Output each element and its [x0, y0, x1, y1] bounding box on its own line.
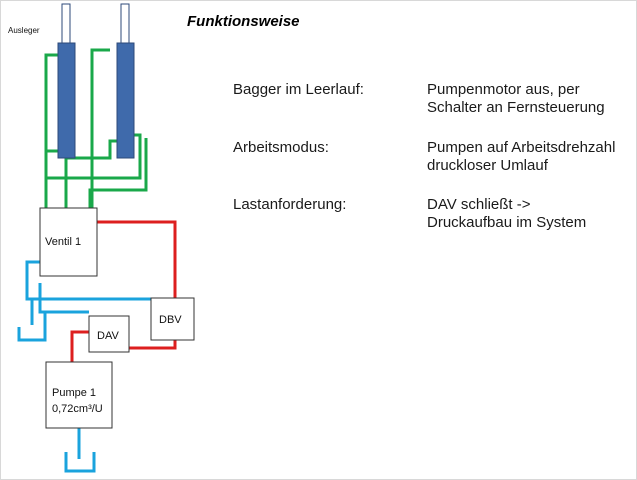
cylinder-2-body: [116, 42, 135, 159]
pump-box: [45, 361, 113, 429]
pump-spec: 0,72cm³/U: [52, 403, 103, 415]
page-title: Funktionsweise: [187, 13, 300, 30]
tank-symbol-upper: [17, 327, 47, 342]
cylinder-1-body: [57, 42, 76, 159]
pump-label: Pumpe 1: [52, 387, 96, 399]
cylinder-2: [116, 3, 135, 159]
row-value-idle: Pumpenmotor aus, per Schalter an Fernste…: [427, 81, 605, 116]
row-label-idle: Bagger im Leerlauf:: [233, 81, 364, 98]
boom-label: Ausleger: [8, 26, 40, 35]
cylinder-1-rod: [61, 3, 71, 47]
pressure-lines: [70, 220, 177, 362]
return-line-valve-dbv: [25, 260, 152, 301]
tank-symbol-lower: [64, 452, 96, 473]
row-label-work-mode: Arbeitsmodus:: [233, 139, 329, 156]
valve-label: Ventil 1: [45, 236, 81, 248]
control-line-return: [88, 138, 148, 210]
valve-box: [39, 207, 98, 277]
pressure-line-pump-dav: [70, 330, 89, 362]
dbv-box: [150, 297, 195, 341]
return-line-dav: [38, 283, 89, 314]
dbv-label: DBV: [159, 314, 182, 326]
return-lines: [17, 260, 152, 473]
dav-label: DAV: [97, 330, 119, 342]
row-value-work-mode: Pumpen auf Arbeitsdrehzahl druckloser Um…: [427, 139, 616, 174]
dav-box: [88, 315, 130, 353]
cylinder-1: [57, 3, 76, 159]
pressure-line-valve-dbv: [97, 220, 177, 299]
control-line-cyl2-top: [90, 48, 110, 210]
control-line-cyl2-bottom: [64, 139, 119, 210]
row-label-load-request: Lastanforderung:: [233, 196, 347, 213]
row-value-load-request: DAV schließt -> Druckaufbau im System: [427, 196, 587, 231]
pressure-line-dbv-dav: [111, 339, 177, 350]
control-lines: [44, 48, 148, 210]
cylinder-2-rod: [120, 3, 130, 47]
